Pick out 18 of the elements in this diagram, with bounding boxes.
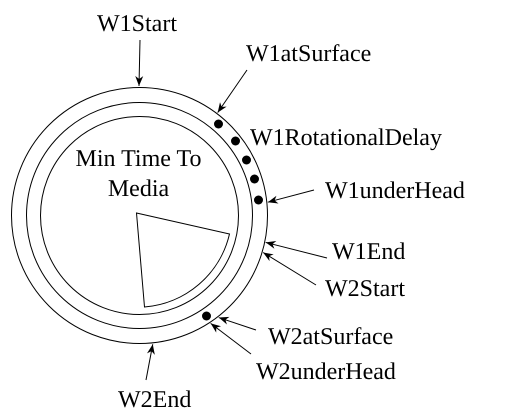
leader-label: W1End <box>332 240 406 264</box>
leader-label: W1atSurface <box>246 42 372 66</box>
leader-arrow <box>210 322 252 354</box>
leader-label: W2End <box>118 388 192 412</box>
leader-label: W2Start <box>325 277 405 301</box>
leader-arrow <box>146 344 155 380</box>
leader-label: W1Start <box>97 12 177 36</box>
leader-arrow <box>262 252 316 286</box>
leader-arrow <box>265 241 328 258</box>
leader-arrow <box>218 316 256 330</box>
leader-label: W2atSurface <box>268 325 394 349</box>
leader-label: W2underHead <box>256 360 396 384</box>
annotation-label: W1RotationalDelay <box>250 126 442 150</box>
circle-label: Min Time To Media <box>74 145 202 204</box>
leader-label: W1underHead <box>325 179 465 203</box>
leader-arrow <box>267 190 314 204</box>
leader-arrow <box>217 70 248 114</box>
leader-arrow <box>135 40 144 86</box>
